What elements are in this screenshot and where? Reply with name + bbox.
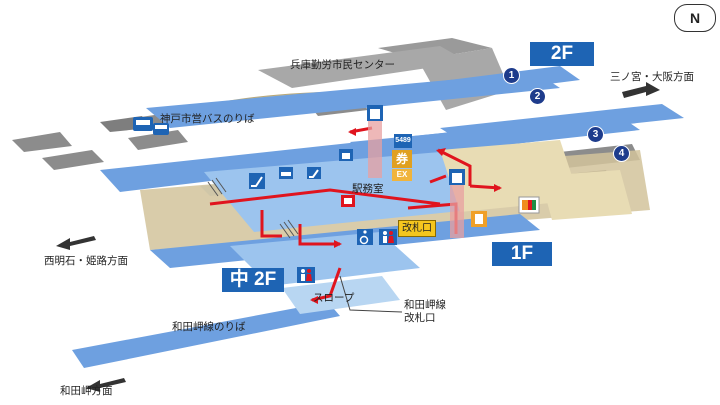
wadamisaki-gate-label-line1: 和田岬線 (404, 299, 446, 311)
elevator-shafts (368, 118, 464, 238)
toilet-icon (297, 267, 315, 283)
track-number-1: 1 (503, 67, 520, 84)
track-number-3: 3 (587, 126, 604, 143)
wheelchair-icon (357, 229, 373, 245)
ex-sign-icon: EX (392, 169, 412, 181)
taxi-icon (279, 167, 293, 179)
civic-center-roof (258, 46, 468, 88)
civic-center-label: 兵庫勤労市民センター (290, 59, 395, 71)
compass-icon: N (674, 4, 716, 32)
direction-arrow-icon (56, 82, 660, 392)
wadamisaki-platform (72, 276, 400, 368)
escalator-icon (249, 173, 265, 189)
toilet-icon-2 (379, 229, 397, 245)
platform-tracks-3-4 (440, 104, 684, 142)
convenience-store-icon (518, 196, 540, 214)
ticket-gate-label: 改札口 (398, 220, 436, 237)
bus-icon (133, 117, 153, 131)
escalator-icon-2 (307, 167, 321, 179)
to-sannomiya-label: 三ノ宮・大阪方面 (610, 71, 694, 83)
gate-leader-line (339, 275, 403, 313)
floor-badge-mid2f: 中 2F (222, 268, 284, 292)
to-nishiakashi-label: 西明石・姫路方面 (44, 255, 128, 267)
track-number-4: 4 (613, 145, 630, 162)
elevator-icon-2 (449, 169, 465, 185)
bus-stop-label: 神戸市営バスのりば (160, 113, 255, 125)
wadamisaki-platform-label: 和田岬線のりば (172, 321, 246, 333)
floor-badge-2f: 2F (530, 42, 594, 66)
stairs (207, 177, 299, 239)
ticket-machine-icon: 券 (392, 150, 412, 168)
bus-icon-2 (153, 123, 169, 135)
track-number-2: 2 (529, 88, 546, 105)
elevator-icon (367, 105, 383, 121)
ticket-machine-badge: 5489 (394, 134, 412, 148)
slope-label: スロープ (313, 292, 355, 304)
to-wadamisaki-label: 和田岬方面 (60, 385, 113, 397)
compass-letter: N (689, 10, 701, 26)
coin-locker-icon (471, 211, 487, 227)
platform-tracks-1-2 (370, 66, 580, 104)
shop-icon (339, 149, 353, 161)
floor-badge-1f: 1F (492, 242, 552, 266)
atm-icon (341, 195, 355, 207)
wadamisaki-gate-label-line2: 改札口 (404, 312, 436, 324)
station-office-label: 駅務室 (352, 183, 384, 195)
route-arrow-heads (310, 128, 502, 304)
